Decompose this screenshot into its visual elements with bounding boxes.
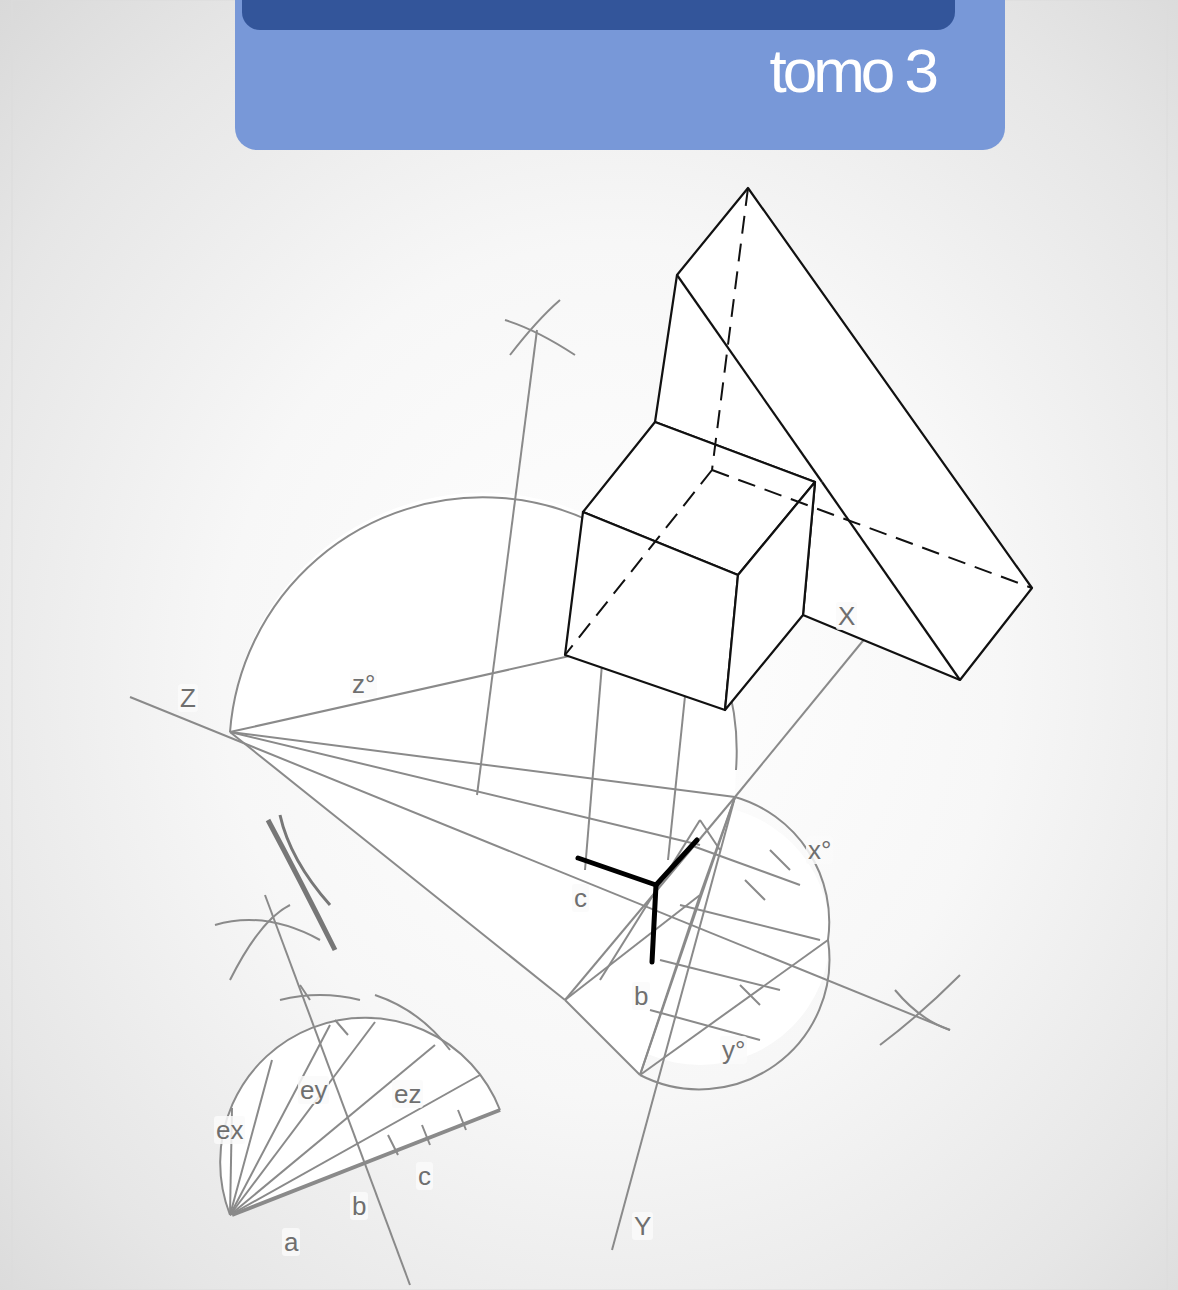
axis-label: z°: [350, 670, 377, 698]
axis-label: b: [632, 982, 650, 1010]
axis-label: ex: [214, 1116, 245, 1144]
axis-label: c: [416, 1162, 433, 1190]
axis-label: ey: [298, 1076, 329, 1104]
title-band: tomo 3: [235, 0, 1005, 150]
axis-label: ez: [392, 1080, 423, 1108]
band-stripe: [242, 0, 955, 30]
axis-label: y°: [720, 1036, 747, 1064]
axis-label: X: [836, 602, 857, 630]
axis-label: x°: [806, 836, 833, 864]
axis-label: c: [572, 884, 589, 912]
axis-label: Y: [632, 1212, 653, 1240]
axis-label: Z: [178, 684, 198, 712]
volume-label: tomo 3: [769, 40, 935, 102]
axis-label: a: [282, 1228, 300, 1256]
axis-label: b: [350, 1192, 368, 1220]
